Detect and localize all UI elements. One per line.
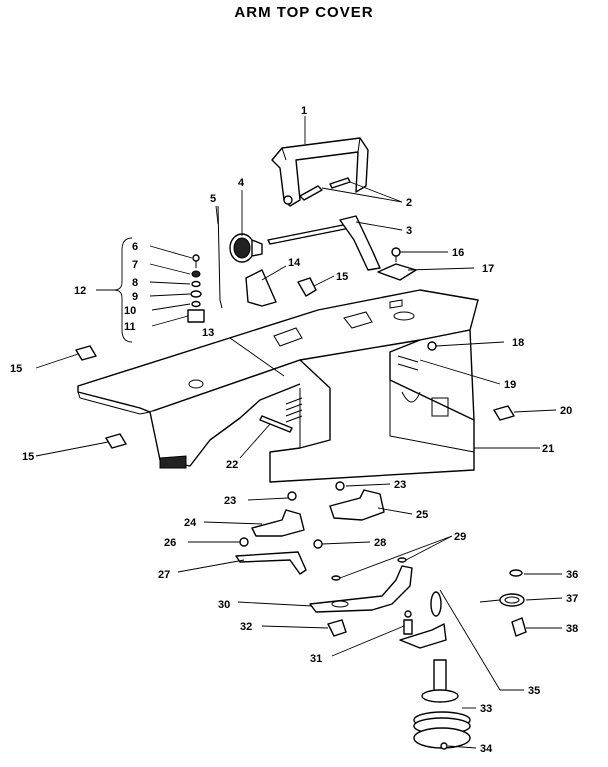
shaft-pin-part <box>259 415 293 433</box>
pulley-part <box>413 711 471 749</box>
callout-29: 29 <box>454 531 466 543</box>
crank-assembly-part <box>399 591 459 703</box>
callout-8: 8 <box>132 277 138 289</box>
callout-24: 24 <box>184 517 197 529</box>
callout-23-right: 23 <box>394 479 406 491</box>
callout-36: 36 <box>566 569 578 581</box>
plate-screw-right <box>313 539 323 549</box>
callout-25: 25 <box>416 509 428 521</box>
small-washer-left <box>331 575 341 581</box>
screw-38-part <box>511 617 527 637</box>
diagram-title: ARM TOP COVER <box>234 4 374 21</box>
spring-wire-part <box>217 205 223 309</box>
callout-17: 17 <box>482 263 494 275</box>
leader-lines <box>35 116 563 749</box>
left-bracket-part <box>251 509 305 537</box>
callout-3: 3 <box>406 225 412 237</box>
callout-32: 32 <box>240 621 252 633</box>
callout-labels: 1 2 3 4 5 6 7 8 9 10 11 12 13 14 15 15 1… <box>10 105 578 755</box>
callout-5: 5 <box>210 193 216 205</box>
lever-screw-part <box>327 619 347 637</box>
screw-part <box>391 247 401 262</box>
small-plate-part <box>377 263 417 281</box>
plate-screw-left <box>239 537 249 547</box>
lever-plate-part <box>309 565 413 613</box>
callout-10: 10 <box>124 305 136 317</box>
callout-38: 38 <box>566 623 578 635</box>
small-washer-right <box>397 557 407 563</box>
callout-23-left: 23 <box>224 495 236 507</box>
callout-34: 34 <box>480 743 493 755</box>
callout-27: 27 <box>158 569 170 581</box>
callout-19: 19 <box>504 379 516 391</box>
callout-22: 22 <box>226 459 238 471</box>
callout-33: 33 <box>480 703 492 715</box>
callout-14: 14 <box>288 257 301 269</box>
stacked-fasteners-part <box>187 254 205 323</box>
callout-6: 6 <box>132 241 138 253</box>
handle-part <box>271 137 369 207</box>
arm-top-cover-part <box>77 289 479 483</box>
callout-18: 18 <box>512 337 524 349</box>
spring-37-part <box>479 593 525 607</box>
right-bracket-part <box>329 489 385 521</box>
pulley-screw-part <box>440 742 448 750</box>
stud-part <box>403 610 413 635</box>
bracket-screw-left <box>287 491 297 501</box>
callout-9: 9 <box>132 291 138 303</box>
tension-dial-part <box>229 233 263 263</box>
left-screw-lower <box>105 433 127 449</box>
callout-11: 11 <box>124 321 136 333</box>
callout-4: 4 <box>238 177 245 189</box>
left-screw-upper <box>75 345 97 361</box>
callout-20: 20 <box>560 405 572 417</box>
callout-12: 12 <box>74 285 86 297</box>
callout-1: 1 <box>301 105 307 117</box>
callout-26: 26 <box>164 537 176 549</box>
callout-30: 30 <box>218 599 230 611</box>
callout-7: 7 <box>132 259 138 271</box>
pins-part <box>299 177 351 201</box>
callout-13: 13 <box>202 327 214 339</box>
callout-15-left-lower: 15 <box>22 451 34 463</box>
callout-16: 16 <box>452 247 464 259</box>
washer-36-part <box>509 569 523 577</box>
callout-15-upper: 15 <box>336 271 348 283</box>
callout-37: 37 <box>566 593 578 605</box>
bracket-screw-right <box>335 481 345 491</box>
callout-2: 2 <box>406 197 412 209</box>
lever-rod-part <box>267 215 381 271</box>
cover-side-screw-part <box>427 341 437 351</box>
callout-15-left-upper: 15 <box>10 363 22 375</box>
callout-21: 21 <box>542 443 554 455</box>
small-knob-part <box>297 277 317 297</box>
callout-31: 31 <box>310 653 322 665</box>
callout-28: 28 <box>374 537 386 549</box>
link-plate-part <box>235 551 307 575</box>
right-screw-part <box>493 405 515 421</box>
callout-35: 35 <box>528 685 540 697</box>
bracket-part <box>245 269 277 307</box>
